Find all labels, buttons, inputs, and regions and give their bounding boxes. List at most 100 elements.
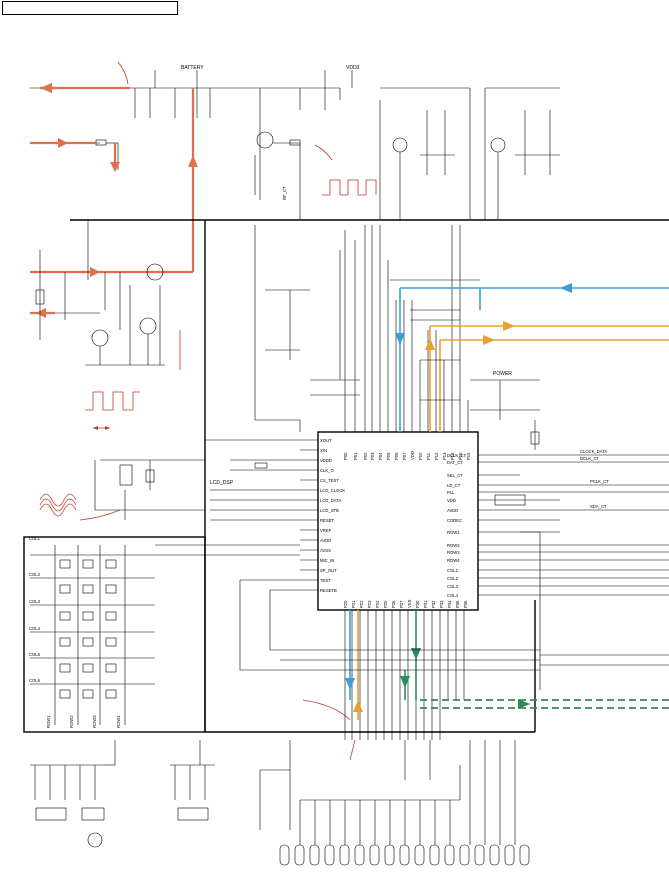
ic-pin-bottom-11: P31 [423, 600, 428, 608]
ic-pin-left-7: LCD_DATA [320, 498, 341, 503]
ic-pin-bottom-4: P23 [367, 600, 372, 608]
sine-waveform-icon [39, 493, 77, 517]
arrow-down-icon [395, 333, 405, 345]
key-matrix [23, 536, 206, 733]
left-circuitry [35, 225, 540, 671]
ic-pin-right-7: AVDD [447, 508, 458, 513]
col-label-5: COL5 [29, 652, 41, 657]
ic-pin-bottom-5: P24 [375, 600, 380, 608]
arrow-down-icon [400, 676, 410, 688]
ic-pin-top-7: P06 [394, 452, 399, 460]
ic-pin-right-12: ROW4 [447, 558, 460, 563]
arrow-left-icon [36, 308, 46, 318]
ic-pin-right-16: COL4 [447, 593, 459, 598]
ic-pin-bottom-16: P36 [463, 600, 468, 608]
ic-pin-top-11: P11 [426, 452, 431, 460]
ic-pin-left-15: TEST [320, 578, 331, 583]
lcd-dsp-label: LCD_DSP [210, 480, 234, 486]
power-path-highlight [30, 83, 198, 318]
ic-pin-top-3: P02 [363, 452, 368, 460]
top-power-section [30, 70, 560, 220]
ic-pin-top-9: VDD [410, 451, 415, 460]
ic-left-pins [300, 439, 318, 591]
ic-right-pins [478, 454, 669, 596]
ic-pin-top-14: P14 [450, 452, 455, 460]
arrow-right-icon [503, 321, 515, 331]
ic-pin-labels: XOUT XIN VDDD CLK_O CS_TEST LCD_CLOCK LC… [320, 438, 471, 608]
ic-pin-right-10: ROW2 [447, 543, 460, 548]
arrow-right-icon [90, 267, 100, 277]
ic-pin-bottom-15: P35 [455, 600, 460, 608]
ic-pin-bottom-2: P21 [351, 600, 356, 608]
key-matrix-grid [30, 545, 155, 725]
ic-pin-bottom-7: P26 [391, 600, 396, 608]
ic-pin-left-1: XOUT [320, 438, 332, 443]
ic-pin-right-11: ROW3 [447, 550, 460, 555]
arrow-right-icon [58, 138, 68, 148]
row-label-1: ROW1 [46, 715, 51, 728]
col-label-6: COL6 [29, 678, 41, 683]
arrow-right-icon [483, 335, 495, 345]
ic-pin-top-16: P16 [466, 452, 471, 460]
key-switches [59, 559, 117, 699]
pulse-waveform-icon [85, 391, 140, 430]
col-label-1: COL1 [29, 536, 41, 541]
ic-pin-right-9: ROW1 [447, 530, 460, 535]
row-label-2: ROW2 [69, 715, 74, 728]
ic-pin-left-11: AVDD [320, 538, 331, 543]
ic-pin-right-15: COL3 [447, 584, 459, 589]
ic-pin-bottom-13: P33 [439, 600, 444, 608]
ic-pin-right-1: DCLK_CT [447, 453, 467, 458]
arrow-up-icon [188, 155, 198, 167]
header-title-box [2, 1, 178, 15]
right-circuitry [390, 279, 669, 690]
ic-pin-right-6: VDD [447, 498, 456, 503]
ic-pin-left-9: RESET [320, 518, 334, 523]
col-label-3: COL3 [29, 599, 41, 604]
ic-pin-bottom-6: P25 [383, 600, 388, 608]
data-path-highlight [345, 283, 669, 720]
main-ic [300, 225, 669, 740]
led-section [30, 740, 215, 848]
ic-pin-left-6: LCD_CLOCK [320, 488, 345, 493]
col-label-2: COL2 [29, 572, 41, 577]
ic-pin-top-12: P12 [434, 452, 439, 460]
ic-pin-bottom-12: P32 [431, 600, 436, 608]
ic-pin-bottom-9: VSS [407, 599, 412, 608]
right-net-label-1: CLOCK_DATA [580, 449, 608, 454]
ic-pin-top-1: P00 [343, 452, 348, 460]
ic-pin-left-12: AVSS [320, 548, 331, 553]
arrow-down-icon [411, 648, 421, 660]
ic-pin-left-8: LCD_STB [320, 508, 339, 513]
rf-ct-label: RF_CT [282, 186, 287, 200]
arrow-up-icon [353, 700, 363, 712]
right-net-label-4: SDA_CT [590, 504, 607, 509]
ic-pin-left-14: SP_OUT [320, 568, 337, 573]
net-labels: BATTERY VDD3 POWER LCD_DSP RF_CT COL1 CO… [29, 65, 609, 728]
arrow-right-icon [518, 699, 530, 709]
right-net-label-2: DCLK_CT [580, 456, 600, 461]
pulse-waveform-icon [322, 179, 377, 196]
power-label: POWER [493, 371, 512, 377]
ic-pin-bottom-1: P20 [343, 600, 348, 608]
ic-pin-top-13: P13 [442, 452, 447, 460]
ic-pin-right-5: PLL [447, 490, 455, 495]
ic-pin-bottom-14: P34 [447, 600, 452, 608]
ic-pin-top-10: P10 [418, 452, 423, 460]
ic-pin-top-4: P03 [370, 452, 375, 460]
ic-pin-bottom-8: P27 [399, 600, 404, 608]
right-net-label-3: PCLK_CT [590, 479, 609, 484]
ic-pin-right-8: CODEC [447, 518, 462, 523]
row-label-3: ROW3 [92, 715, 97, 728]
arrow-left-icon [560, 283, 572, 293]
ic-pin-left-2: XIN [320, 448, 327, 453]
arrow-left-icon [40, 83, 52, 93]
ic-pin-right-13: COL1 [447, 568, 459, 573]
arrow-down-icon [345, 678, 355, 690]
battery-label: BATTERY [181, 65, 204, 71]
ic-pin-top-5: P04 [378, 452, 383, 460]
ic-top-pins [344, 225, 469, 432]
ic-pin-top-6: P05 [386, 452, 391, 460]
connector-pads [279, 844, 530, 866]
